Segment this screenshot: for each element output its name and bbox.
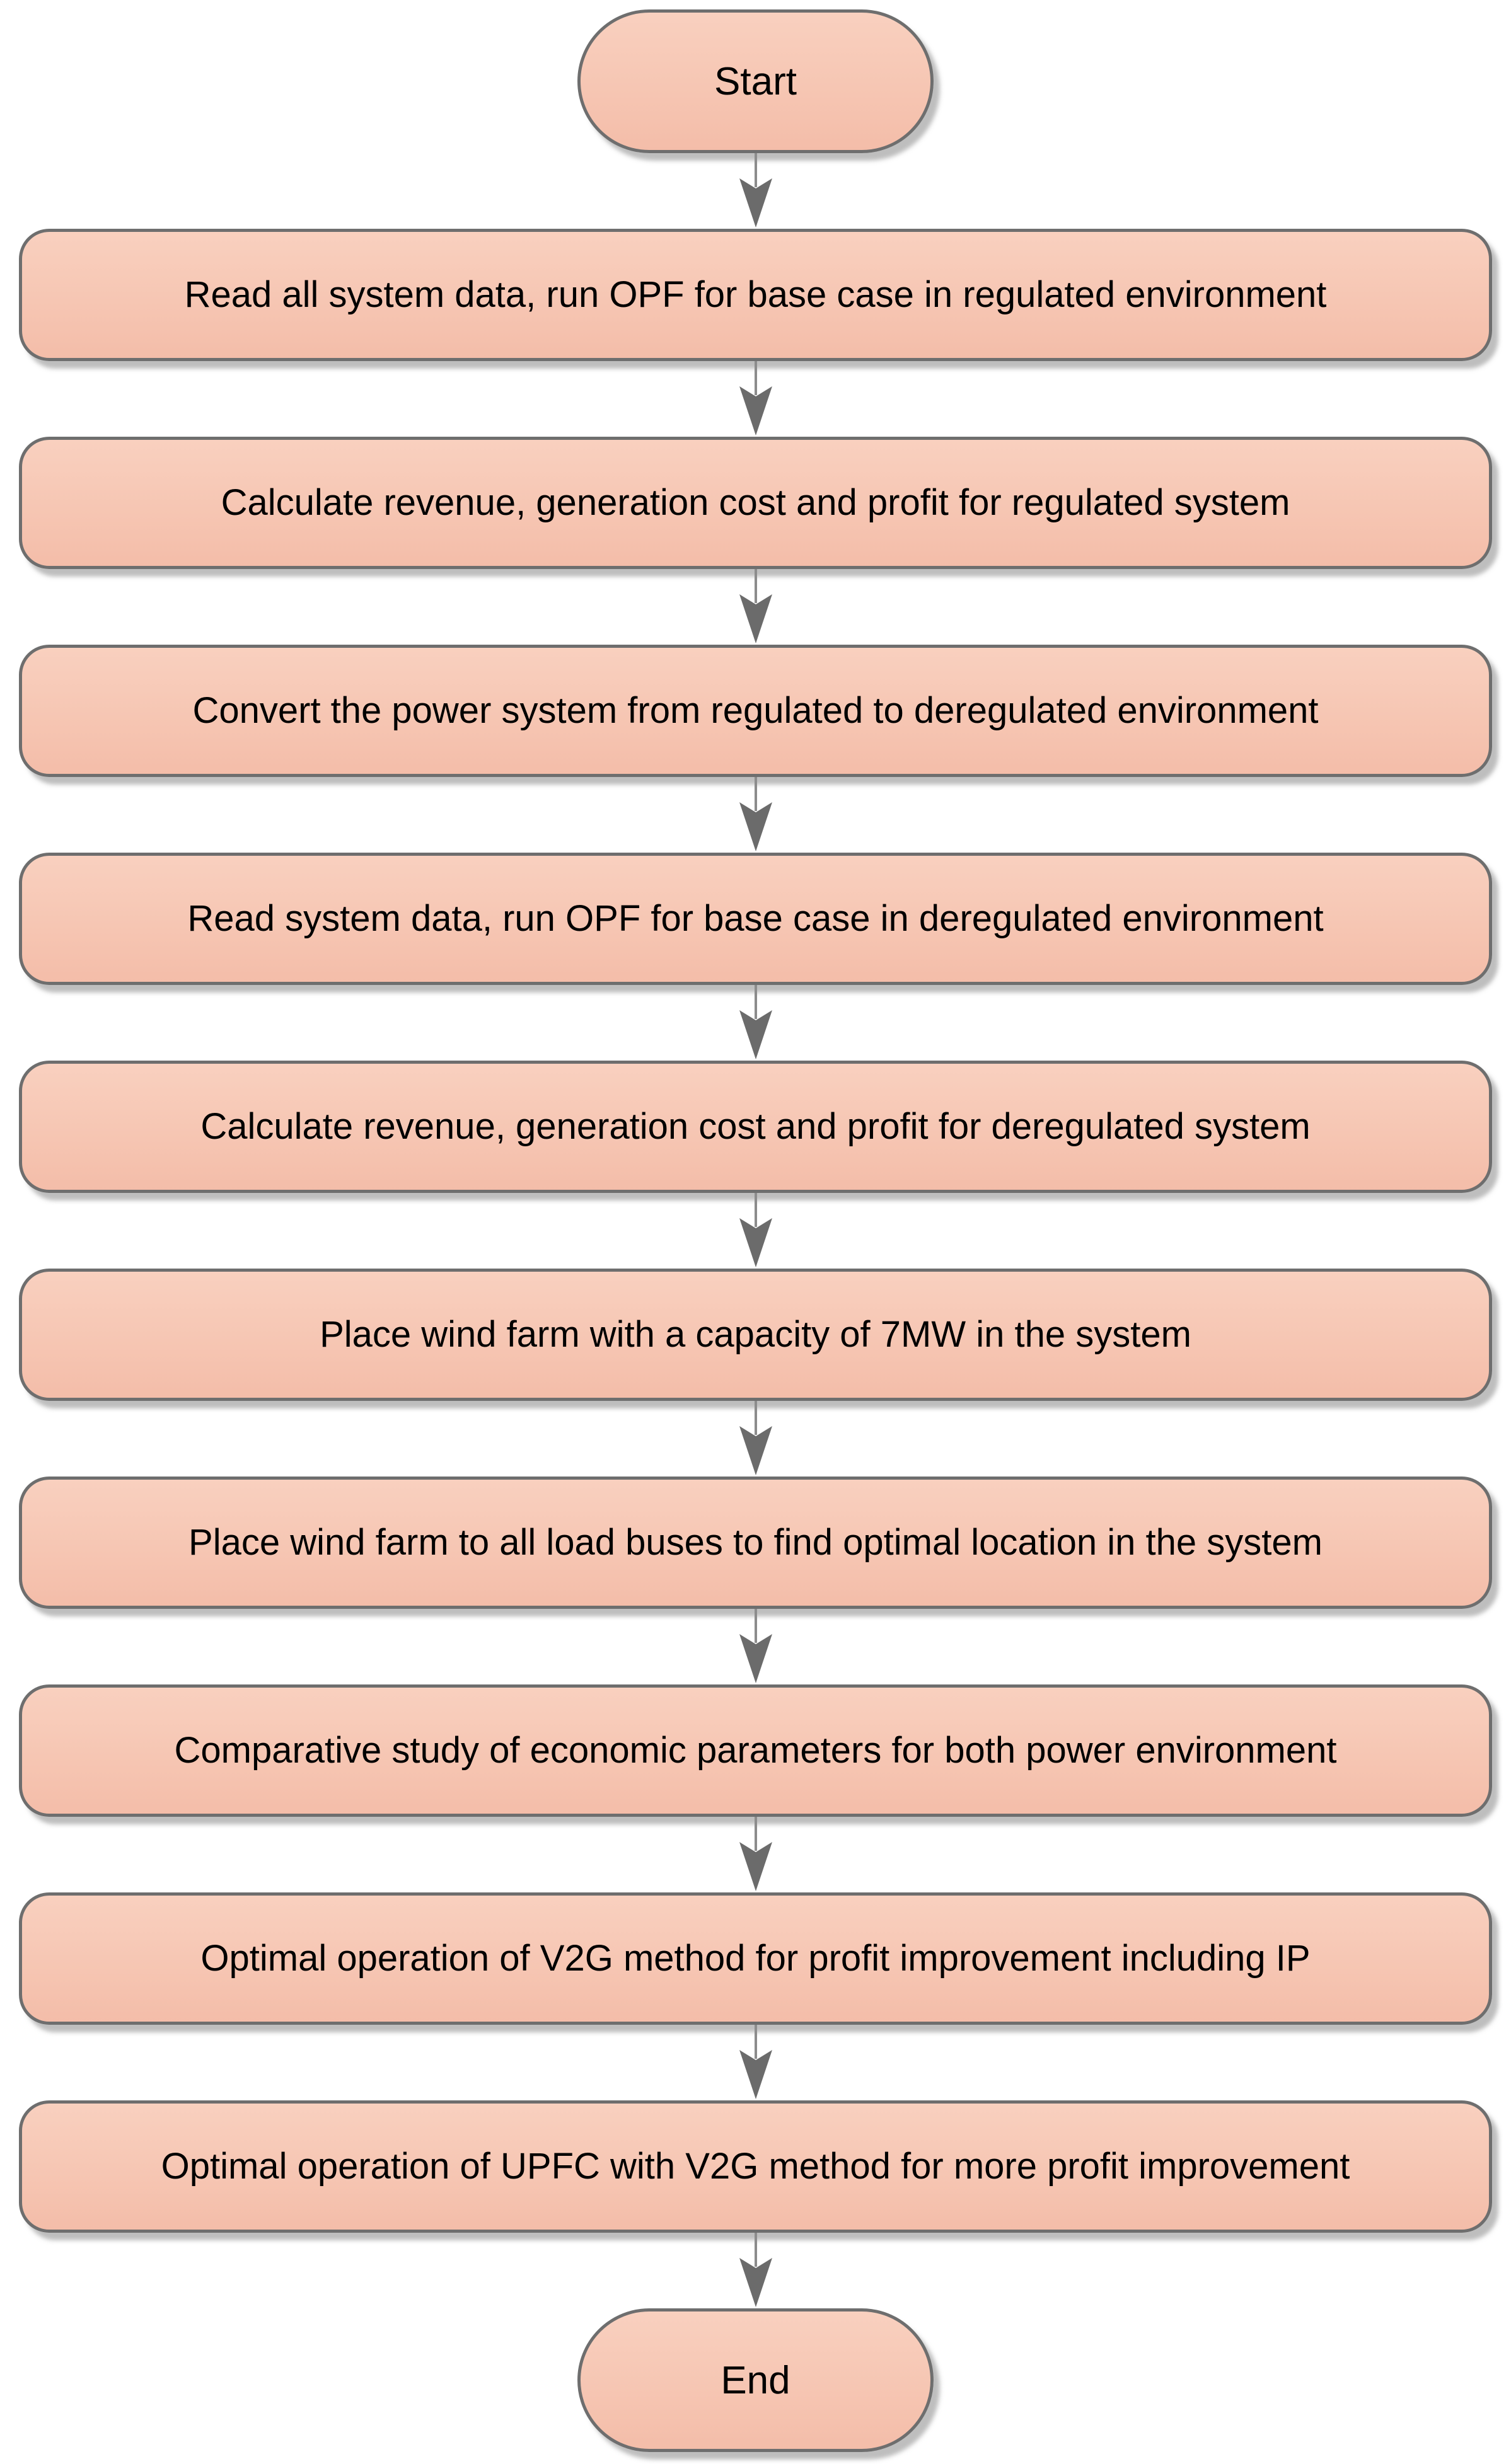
arrow-down-icon <box>739 361 772 435</box>
arrow-down-icon <box>739 153 772 227</box>
node-step-8-label: Comparative study of economic parameters… <box>174 1729 1337 1771</box>
node-step-7: Place wind farm to all load buses to fin… <box>19 1477 1492 1609</box>
node-step-4-label: Read system data, run OPF for base case … <box>187 897 1324 939</box>
node-start-label: Start <box>714 59 797 103</box>
node-step-1: Read all system data, run OPF for base c… <box>19 229 1492 361</box>
arrow-down-icon <box>739 1609 772 1683</box>
node-step-6-label: Place wind farm with a capacity of 7MW i… <box>320 1313 1191 1355</box>
node-step-9-label: Optimal operation of V2G method for prof… <box>200 1937 1311 1979</box>
arrow-down-icon <box>739 2233 772 2307</box>
node-step-9: Optimal operation of V2G method for prof… <box>19 1892 1492 2025</box>
node-step-4: Read system data, run OPF for base case … <box>19 853 1492 985</box>
node-step-1-label: Read all system data, run OPF for base c… <box>184 273 1327 315</box>
arrow-down-icon <box>739 1193 772 1267</box>
node-step-7-label: Place wind farm to all load buses to fin… <box>188 1521 1323 1563</box>
arrow-down-icon <box>739 569 772 643</box>
node-start: Start <box>577 9 934 153</box>
arrow-down-icon <box>739 1401 772 1475</box>
node-step-2-label: Calculate revenue, generation cost and p… <box>221 481 1290 523</box>
arrow-down-icon <box>739 2025 772 2099</box>
arrow-down-icon <box>739 777 772 851</box>
node-step-3: Convert the power system from regulated … <box>19 645 1492 777</box>
node-step-5-label: Calculate revenue, generation cost and p… <box>200 1105 1311 1147</box>
arrow-down-icon <box>739 1817 772 1891</box>
node-step-6: Place wind farm with a capacity of 7MW i… <box>19 1269 1492 1401</box>
node-step-5: Calculate revenue, generation cost and p… <box>19 1061 1492 1193</box>
node-step-2: Calculate revenue, generation cost and p… <box>19 437 1492 569</box>
node-end: End <box>577 2308 934 2452</box>
node-step-8: Comparative study of economic parameters… <box>19 1684 1492 1817</box>
node-step-3-label: Convert the power system from regulated … <box>192 689 1319 731</box>
node-step-10-label: Optimal operation of UPFC with V2G metho… <box>161 2145 1350 2187</box>
node-step-10: Optimal operation of UPFC with V2G metho… <box>19 2100 1492 2233</box>
arrow-down-icon <box>739 985 772 1059</box>
node-end-label: End <box>721 2358 790 2402</box>
